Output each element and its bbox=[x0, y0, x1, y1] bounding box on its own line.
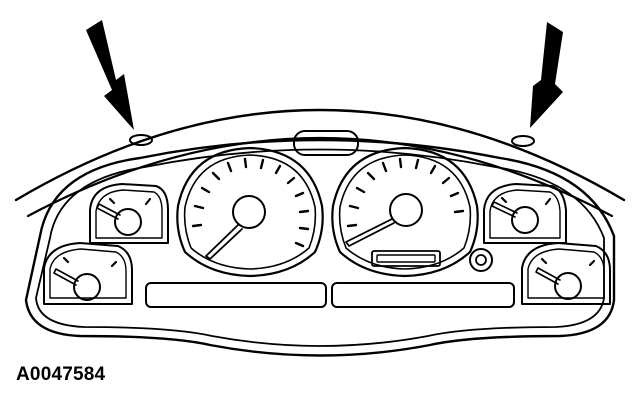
trip-reset-knob bbox=[469, 248, 493, 272]
cluster-bezel-outer bbox=[24, 138, 616, 357]
dashboard-outer-arc bbox=[14, 108, 626, 202]
top-indicator-window bbox=[293, 130, 359, 156]
arrow-down-left-icon bbox=[86, 20, 134, 130]
lower-left-display-window bbox=[145, 282, 327, 308]
mounting-hole-right bbox=[511, 135, 535, 147]
lower-right-display-window bbox=[331, 282, 515, 308]
mounting-hole-left bbox=[129, 134, 153, 146]
dashboard-inner-arc bbox=[26, 136, 614, 218]
upper-left-small-gauge bbox=[89, 183, 169, 244]
lower-right-small-gauge bbox=[521, 242, 611, 305]
upper-right-small-gauge bbox=[483, 183, 567, 244]
cluster-bezel-inner bbox=[35, 148, 605, 347]
lower-left-small-gauge bbox=[43, 242, 133, 305]
figure-id-label: A0047584 bbox=[16, 364, 106, 385]
left-large-gauge bbox=[176, 146, 324, 278]
arrow-down-right-icon bbox=[530, 22, 563, 128]
right-large-gauge bbox=[331, 146, 479, 278]
